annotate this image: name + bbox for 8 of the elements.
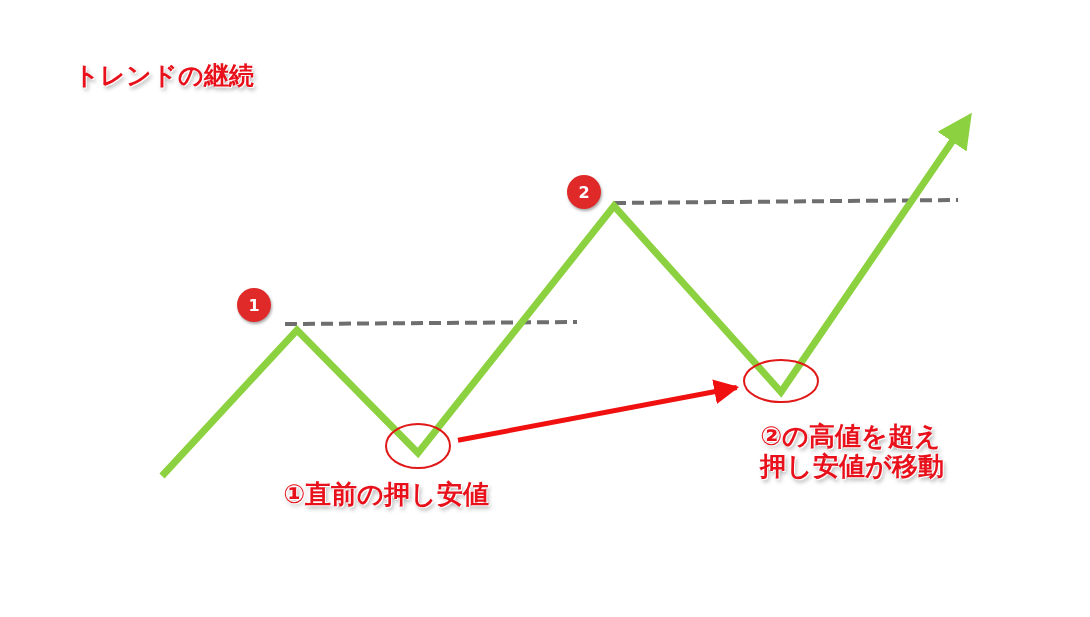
number-badge: 1 <box>237 288 271 322</box>
highlight-ellipse <box>385 423 451 469</box>
arrow <box>457 379 740 443</box>
annotation-text: ②の高値を超え押し安値が移動 <box>760 422 945 482</box>
number-badge: 2 <box>567 175 601 209</box>
title: トレンドの継続 <box>74 62 254 91</box>
annotation-text: ①直前の押し安値 <box>283 480 490 510</box>
highlight-ellipse <box>743 359 819 403</box>
